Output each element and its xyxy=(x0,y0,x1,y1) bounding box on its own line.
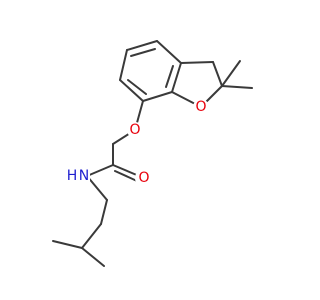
bond-ch-methyl-b xyxy=(81,247,105,267)
bond-c5-c6 xyxy=(119,49,128,81)
bond-c4-c5 xyxy=(126,40,158,51)
bond-c6-c7-inner xyxy=(127,79,147,95)
bond-c6-c7 xyxy=(119,79,144,102)
bond-carbonyl-o-double xyxy=(114,170,138,182)
amide-hydrogen-label: H xyxy=(67,168,78,184)
bond-c3a-c3 xyxy=(180,61,214,64)
bond-n-ch2a xyxy=(86,175,108,201)
bond-ch2b-ch xyxy=(81,223,102,249)
bond-c3a-c4 xyxy=(156,40,182,64)
molecule-diagram: O O O H N xyxy=(52,40,253,267)
bond-c7a-c3a-inner xyxy=(165,65,174,88)
ring-oxygen-label: O xyxy=(195,99,206,115)
bond-carbonyl-o xyxy=(112,164,140,177)
bond-c2-methyl-a xyxy=(221,60,241,87)
bond-c2-methyl-b xyxy=(221,85,253,89)
carbonyl-oxygen-label: O xyxy=(138,170,149,186)
bond-carbonyl-n xyxy=(86,164,114,177)
ether-oxygen-backdrop xyxy=(127,122,143,138)
atom-label-layer: O O O H N xyxy=(66,99,209,187)
bond-c7-c7a xyxy=(142,91,173,102)
bond-layer xyxy=(52,40,253,267)
bond-c3-c2 xyxy=(212,61,223,87)
amide-nitrogen-label: N xyxy=(79,168,89,184)
carbonyl-oxygen-backdrop xyxy=(135,169,153,187)
bond-c7a-c3a xyxy=(171,62,182,93)
ether-oxygen-label: O xyxy=(129,122,140,138)
bond-c4-c5-inner xyxy=(130,48,156,57)
ring-oxygen-backdrop xyxy=(193,99,209,115)
bond-ch-methyl-a xyxy=(52,240,83,249)
amide-nh-backdrop xyxy=(66,166,90,186)
bond-ch2a-ch2b xyxy=(100,199,108,225)
